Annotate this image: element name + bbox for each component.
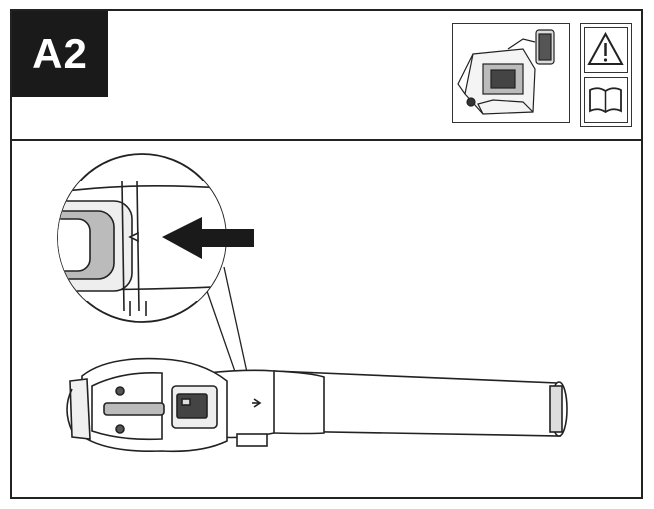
blower-tube <box>273 370 568 437</box>
blower-illustration <box>57 153 568 453</box>
instruction-panel: A2 <box>10 9 643 499</box>
step-badge: A2 <box>12 11 108 97</box>
overview-thumbnail <box>452 23 570 123</box>
manual-book-icon <box>584 77 628 123</box>
panel-header: A2 <box>12 11 641 141</box>
detail-magnifier <box>57 153 227 323</box>
main-illustration <box>12 141 641 497</box>
blower-overview-image <box>457 29 555 115</box>
arrow-icon <box>162 217 254 259</box>
safety-icons-box <box>580 23 632 127</box>
warning-icon <box>584 27 628 73</box>
step-label: A2 <box>32 30 88 77</box>
handle-section <box>66 357 228 453</box>
